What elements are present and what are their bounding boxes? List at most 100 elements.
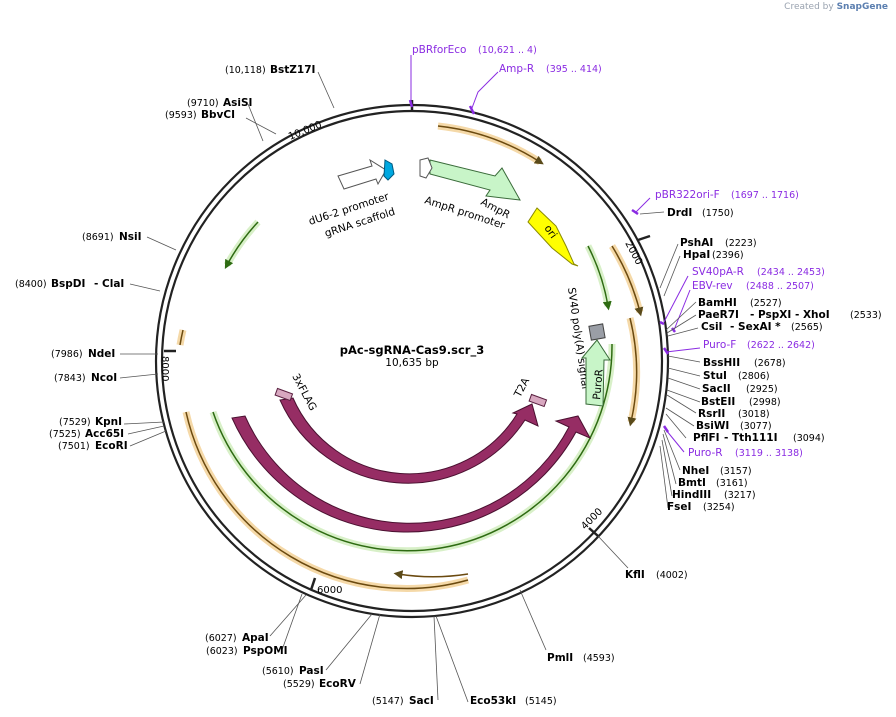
enzyme-nsii-pos: (8691) xyxy=(82,232,114,243)
ampr-promoter-arrow xyxy=(419,157,433,179)
enzyme-hpai-pos: (2396) xyxy=(712,250,744,261)
enzyme-ecorv: EcoRV xyxy=(319,678,357,690)
primer-marks xyxy=(408,99,676,433)
enzyme-leaders xyxy=(119,71,701,703)
enzyme-pmli-pos: (4593) xyxy=(583,653,615,664)
enzyme-rsrii-pos: (3018) xyxy=(738,409,770,420)
enzyme-sacii-pos: (2925) xyxy=(746,384,778,395)
enzyme-fsei-pos: (3254) xyxy=(703,502,735,513)
enzyme-apai-pos: (6027) xyxy=(205,633,237,644)
plasmid-size: 10,635 bp xyxy=(385,357,439,369)
enzyme-nsii: NsiI xyxy=(119,231,142,243)
enzyme-hpai: HpaI xyxy=(683,249,710,261)
t2a-label: T2A xyxy=(512,375,533,400)
enzyme-bmti: BmtI xyxy=(678,477,706,489)
enzyme-stui: StuI xyxy=(703,370,727,382)
plasmid-name: pAc-sgRNA-Cas9.scr_3 xyxy=(340,343,484,358)
ori-arrow xyxy=(527,207,579,267)
enzyme-pflfi-pos: (3094) xyxy=(793,433,825,444)
snapgene-logo: SnapGene xyxy=(836,2,888,12)
enzyme-bspdi: BspDI xyxy=(51,278,85,290)
left-enzyme-labels: (10,118) BstZ17I (9710) AsiSI (9593) Bbv… xyxy=(15,64,434,707)
primer-sv40pa-pos: (2434 .. 2453) xyxy=(757,267,825,278)
enzyme-pmli: PmlI xyxy=(547,652,573,664)
enzyme-drdi-pos: (1750) xyxy=(702,208,734,219)
enzyme-ecori-pos: (7501) xyxy=(58,441,90,452)
enzyme-apai: ApaI xyxy=(242,632,269,644)
enzyme-pasi-pos: (5610) xyxy=(262,666,294,677)
primer-labels: pBRforEco (10,621 .. 4) Amp-R (395 .. 41… xyxy=(412,44,825,459)
enzyme-acc65i: Acc65I xyxy=(85,428,124,440)
snapgene-credit: Created by SnapGene xyxy=(784,2,888,12)
enzyme-eco53ki-pos: (5145) xyxy=(525,696,557,707)
enzyme-pflfi: PflFI xyxy=(693,432,720,444)
enzyme-fsei: FseI xyxy=(667,501,691,513)
enzyme-pspomi: PspOMI xyxy=(243,645,288,657)
enzyme-kfli-pos: (4002) xyxy=(656,570,688,581)
enzyme-bmti-pos: (3161) xyxy=(716,478,748,489)
enzyme-clai: - ClaI xyxy=(94,278,124,290)
right-enzyme-labels: DrdI (1750) PshAI (2223) HpaI (2396) Bam… xyxy=(470,207,882,707)
primer-leaders xyxy=(410,55,701,453)
enzyme-bsiwi-pos: (3077) xyxy=(740,421,772,432)
tick-label-10000: 10,000 xyxy=(287,119,324,142)
primer-ebv-name: EBV-rev xyxy=(692,280,733,292)
primer-puro-r-name: Puro-R xyxy=(688,447,723,459)
primer-pbr322ori-name: pBR322ori-F xyxy=(655,189,720,201)
enzyme-bstz17i: BstZ17I xyxy=(270,64,315,76)
enzyme-bbvci-pos: (9593) xyxy=(165,110,197,121)
cas9-outer-label: Cas9 xyxy=(392,536,418,548)
enzyme-ncoi-pos: (7843) xyxy=(54,373,86,384)
enzyme-pspxi-xhoi: - PspXI - XhoI xyxy=(750,309,830,321)
enzyme-bsteii: BstEII xyxy=(701,396,735,408)
enzyme-asisi-pos: (9710) xyxy=(187,98,219,109)
ampr-arrow xyxy=(429,159,521,201)
enzyme-bamhi-pos: (2527) xyxy=(750,298,782,309)
primer-sv40pa-name: SV40pA-R xyxy=(692,266,744,278)
primer-puro-f-pos: (2622 .. 2642) xyxy=(747,340,815,351)
primer-pbrforeco-name: pBRforEco xyxy=(412,44,466,56)
enzyme-bbvci: BbvCI xyxy=(201,109,235,121)
enzyme-bsshii-pos: (2678) xyxy=(754,358,786,369)
enzyme-bamhi: BamHI xyxy=(698,297,737,309)
enzyme-pasi: PasI xyxy=(299,665,324,677)
enzyme-kpni: KpnI xyxy=(95,416,122,428)
enzyme-bspdi-pos: (8400) xyxy=(15,279,47,290)
enzyme-ndei: NdeI xyxy=(88,348,115,360)
enzyme-hindiii: HindIII xyxy=(672,489,711,501)
cas9-inner-label: Cas9 xyxy=(393,483,419,495)
enzyme-ndei-pos: (7986) xyxy=(51,349,83,360)
enzyme-nhei: NheI xyxy=(682,465,709,477)
enzyme-stui-pos: (2806) xyxy=(738,371,770,382)
enzyme-pshai: PshAI xyxy=(680,237,713,249)
primer-pbr322ori-pos: (1697 .. 1716) xyxy=(731,190,799,201)
enzyme-ncoi: NcoI xyxy=(91,372,117,384)
enzyme-bsshii: BssHII xyxy=(703,357,740,369)
enzyme-kpni-pos: (7529) xyxy=(59,417,91,428)
enzyme-bsteii-pos: (2998) xyxy=(749,397,781,408)
puror-arrow xyxy=(580,339,611,407)
primer-puro-f-name: Puro-F xyxy=(703,339,736,351)
sv40-box xyxy=(588,323,606,341)
enzyme-bsiwi: BsiWI xyxy=(696,420,729,432)
enzyme-sacii: SacII xyxy=(702,383,731,395)
tick-label-4000: 4000 xyxy=(579,506,605,532)
primer-amp-r-name: Amp-R xyxy=(499,63,534,75)
enzyme-nhei-pos: (3157) xyxy=(720,466,752,477)
enzyme-asisi: AsiSI xyxy=(223,97,252,109)
enzyme-csii-pos: (2565) xyxy=(791,322,823,333)
primer-puro-r-pos: (3119 .. 3138) xyxy=(735,448,803,459)
enzyme-pspomi-pos: (6023) xyxy=(206,646,238,657)
flag-box xyxy=(274,387,294,402)
enzyme-saci: SacI xyxy=(409,695,434,707)
enzyme-pshai-pos: (2223) xyxy=(725,238,757,249)
tick-label-2000: 2000 xyxy=(622,239,644,267)
puror-label: PuroR xyxy=(591,369,606,401)
enzyme-saci-pos: (5147) xyxy=(372,696,404,707)
enzyme-acc65i-pos: (7525) xyxy=(49,429,81,440)
primer-amp-r-pos: (395 .. 414) xyxy=(546,64,602,75)
enzyme-paer7i: PaeR7I xyxy=(698,309,739,321)
grna-scaffold-arrow xyxy=(383,159,395,181)
primer-ebv-pos: (2488 .. 2507) xyxy=(746,281,814,292)
